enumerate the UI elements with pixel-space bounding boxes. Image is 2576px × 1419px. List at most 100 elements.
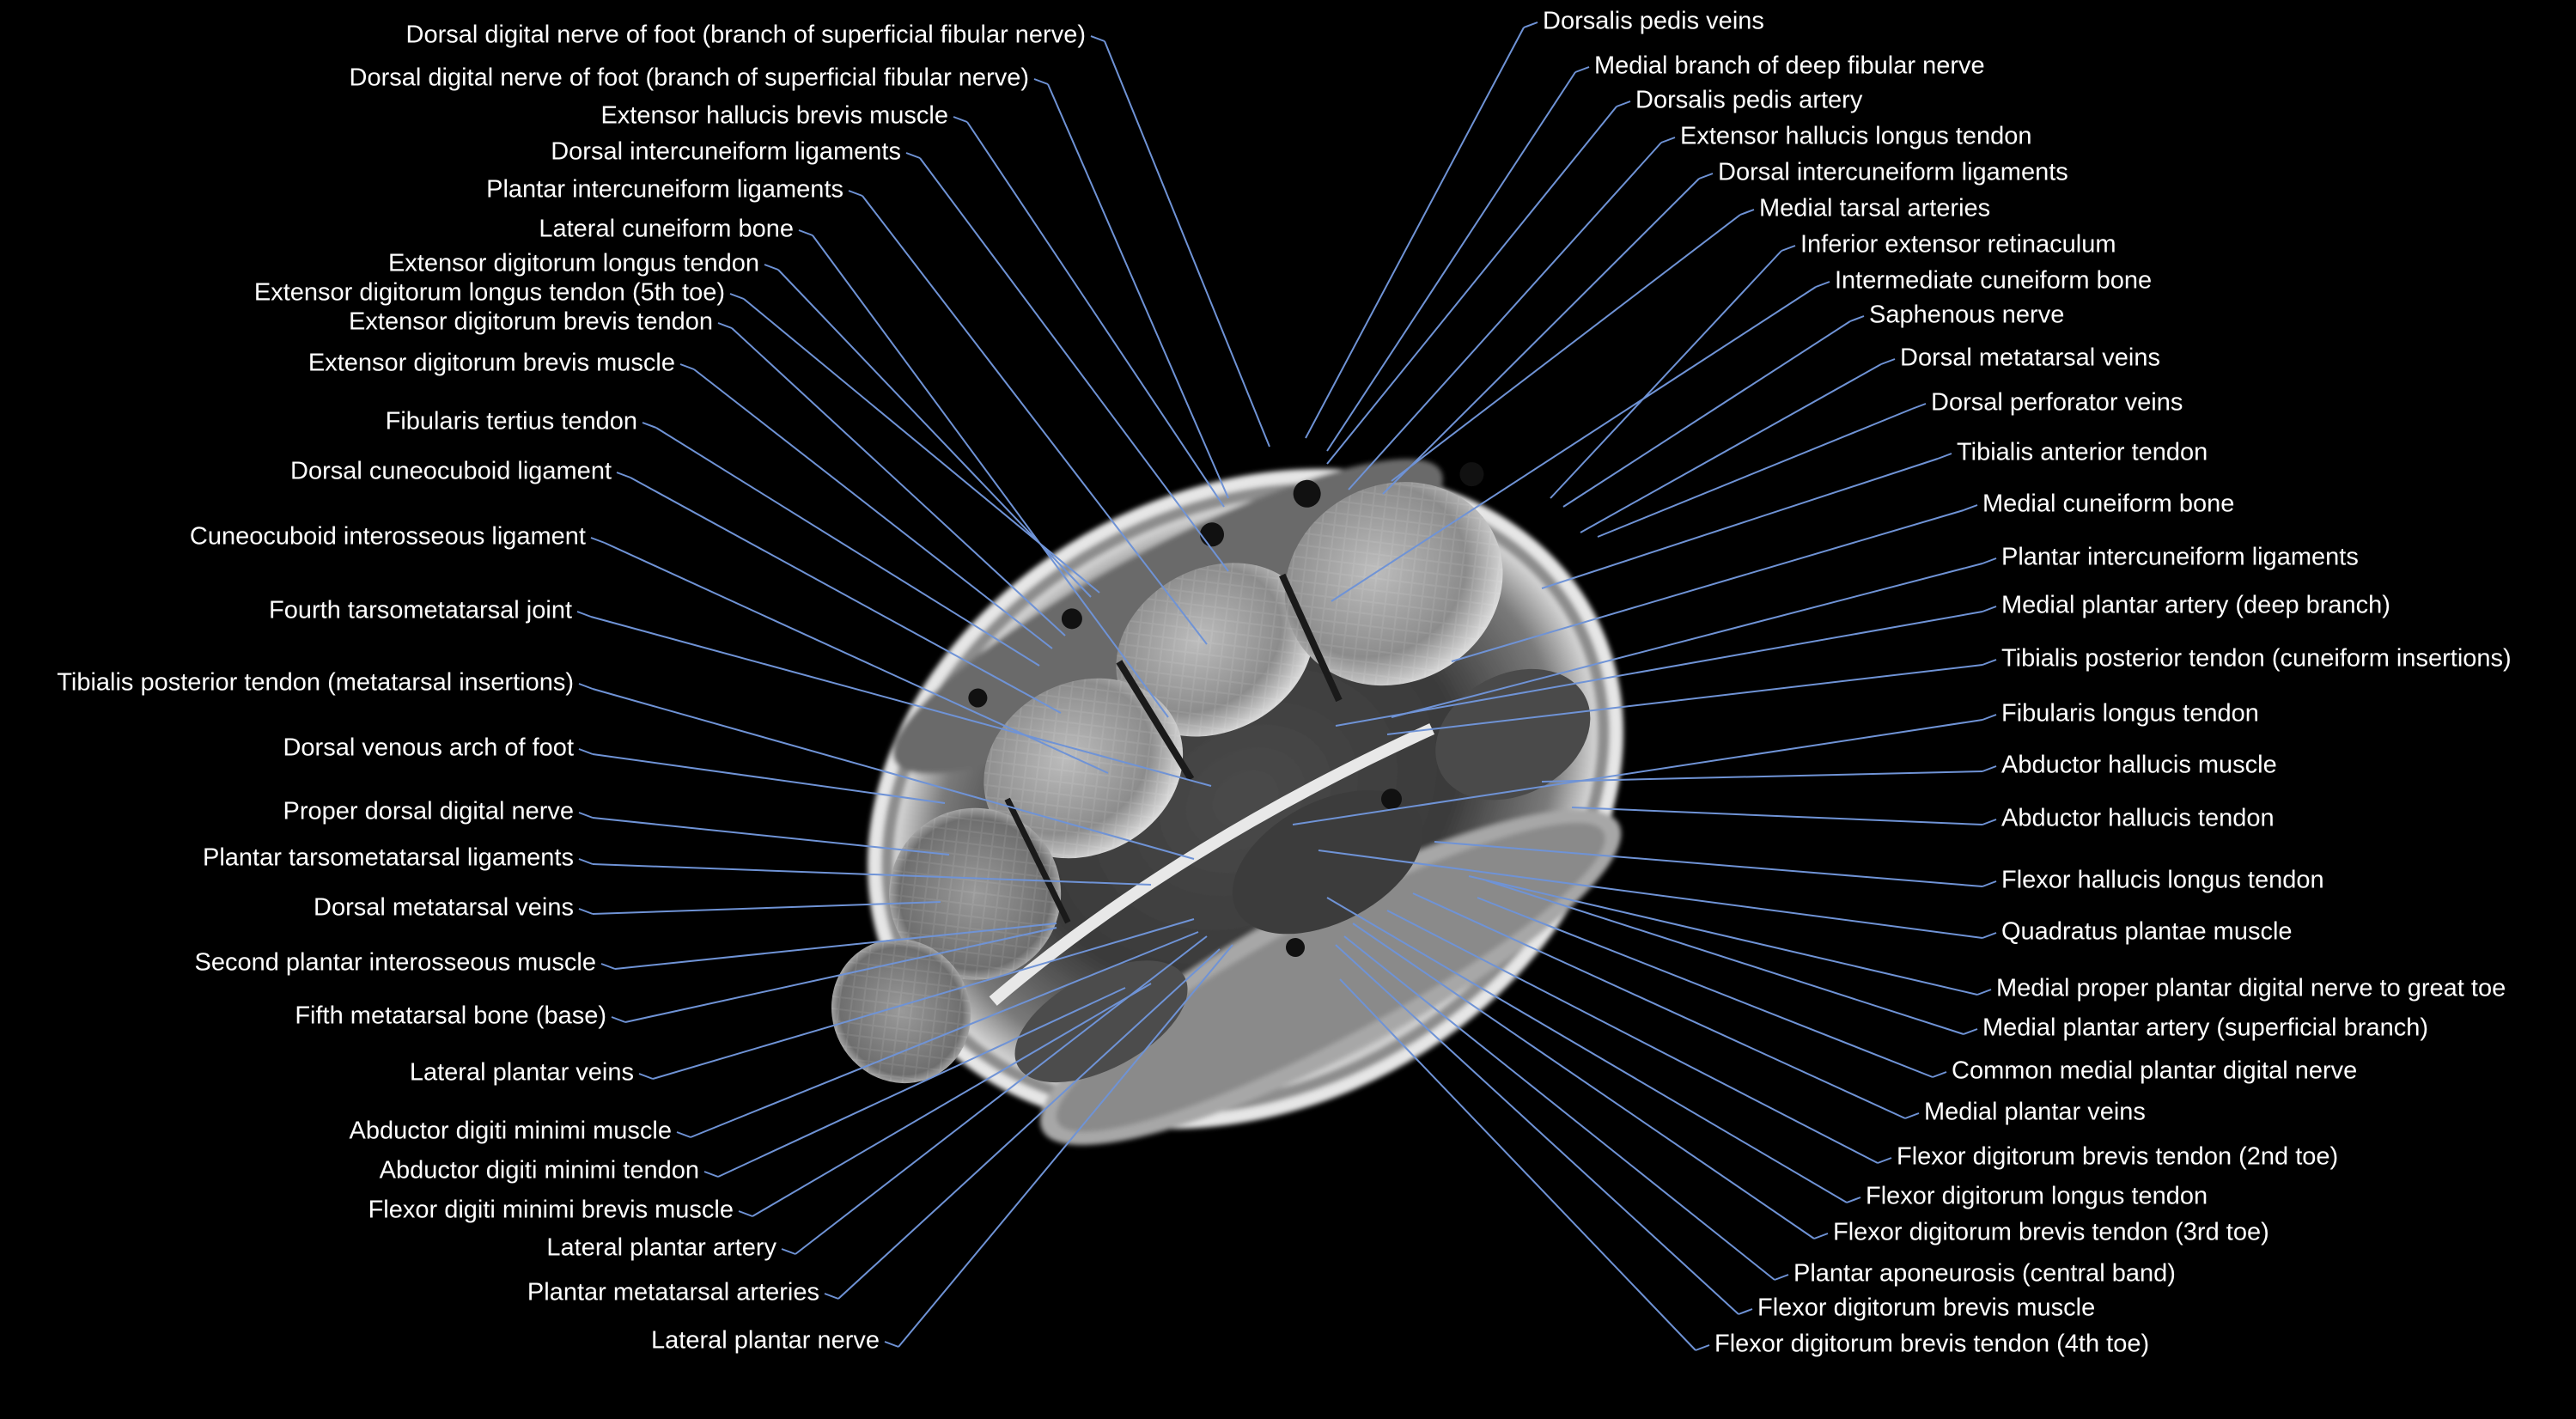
leader-line [578,812,594,819]
leader-line [1739,209,1755,216]
right-label: Extensor hallucis longus tendon [1680,123,2031,150]
leader-line [1326,106,1617,465]
leader-line [1386,664,1983,735]
left-label: Fibularis tertius tendon [386,408,637,435]
right-label: Flexor digitorum longus tendon [1866,1183,2208,1210]
right-label: Medial branch of deep fibular nerve [1594,52,1985,80]
leader-line [1597,408,1913,538]
leader-line [1412,892,1906,1119]
right-label: Plantar intercuneiform ligaments [2001,544,2359,571]
right-label: Tibialis anterior tendon [1957,439,2208,466]
leader-line [630,477,1062,714]
right-label: Inferior extensor retinaculum [1800,231,2116,259]
leader-line [1386,910,1879,1164]
leader-line [1982,606,1997,612]
leader-line [1468,875,1978,996]
label-layer: Dorsal digital nerve of foot (branch of … [57,8,2511,1358]
leader-line [1335,944,1739,1315]
leader-line [1343,935,1775,1281]
right-label: Tibialis posterior tendon (cuneiform ins… [2001,645,2512,673]
right-label: Flexor digitorum brevis tendon (2nd toe) [1897,1143,2338,1171]
leader-line [1382,178,1700,495]
leader-line [1846,1197,1861,1203]
leader-line [1104,40,1270,448]
right-label: Medial proper plantar digital nerve to g… [1996,975,2506,1002]
leader-line [1451,509,1964,662]
right-label: Flexor digitorum brevis tendon (4th toe) [1714,1331,2149,1358]
leader-line [676,1131,691,1138]
leader-line [1932,1071,1947,1078]
left-label: Plantar tarsometatarsal ligaments [203,844,574,872]
left-label: Abductor digiti minimi tendon [380,1157,699,1185]
leader-line [764,264,779,271]
left-label: Proper dorsal digital nerve [283,798,574,825]
leader-line [898,944,1233,1348]
leader-line [1391,563,1983,718]
leader-line [1963,1028,1978,1035]
right-label: Medial cuneiform bone [1982,490,2234,518]
left-label: Fourth tarsometatarsal joint [269,597,572,624]
left-label: Flexor digiti minimi brevis muscle [368,1197,734,1224]
left-label: Fifth metatarsal bone (base) [295,1002,606,1030]
leader-line [703,1171,719,1178]
right-label: Medial tarsal arteries [1759,195,1990,222]
right-label: Dorsal perforator veins [1931,389,2183,417]
leader-line [1904,1112,1920,1119]
leader-lines [576,21,1997,1351]
leader-line [1976,989,1992,996]
leader-line [600,963,616,970]
leader-line [652,918,1195,1080]
right-label: Quadratus plantae muscle [2001,918,2293,946]
left-label: Plantar metatarsal arteries [527,1279,819,1306]
left-label: Extensor digitorum brevis muscle [308,350,675,377]
left-label: Dorsal metatarsal veins [314,894,574,922]
leader-line [798,229,813,236]
leader-line [905,152,921,159]
leader-line [1698,173,1714,180]
leader-line [1911,403,1927,410]
leader-line [578,858,594,865]
left-label: Cuneocuboid interosseous ligament [190,523,586,551]
leader-line [624,927,1057,1023]
leader-line [592,817,950,856]
leader-line [1339,978,1696,1351]
leader-line [611,1016,626,1023]
left-label: Lateral plantar artery [546,1234,776,1262]
leader-line [953,116,968,123]
leader-line [1963,504,1978,511]
right-label: Flexor hallucis longus tendon [2001,867,2324,894]
leader-line [837,948,1221,1300]
leader-line [1849,315,1865,322]
leader-line [1292,719,1983,825]
leader-line [1982,659,1997,666]
leader-line [1562,320,1851,508]
left-label: Plantar intercuneiform ligaments [486,176,843,204]
left-label: Dorsal digital nerve of foot (branch of … [406,21,1086,49]
leader-line [1335,611,1983,727]
right-label: Common medial plantar digital nerve [1952,1057,2357,1085]
leader-line [655,427,1040,667]
leader-line [592,688,1195,860]
right-label: Fibularis longus tendon [2001,700,2259,728]
left-label: Extensor digitorum brevis tendon [349,308,713,336]
left-label: Second plantar interosseous muscle [195,949,596,977]
leader-line [1660,137,1676,143]
right-label: Medial plantar artery (deep branch) [2001,592,2390,619]
leader-line [1485,880,1964,1035]
leader-line [1580,363,1882,533]
leader-line [743,298,1100,594]
leader-line [1523,21,1538,28]
right-label: Dorsal metatarsal veins [1900,344,2160,372]
leader-line [919,157,1229,572]
right-label: Flexor digitorum brevis muscle [1757,1294,2095,1322]
leader-line [1326,897,1848,1203]
right-label: Abductor hallucis tendon [2001,805,2275,832]
left-label: Lateral cuneiform bone [539,216,794,243]
left-label: Tibialis posterior tendon (metatarsal in… [57,669,574,697]
leader-line [966,121,1225,508]
leader-line [1982,714,1997,721]
leader-line [1781,245,1796,252]
right-label: Intermediate cuneiform bone [1835,267,2152,295]
leader-line [578,748,594,755]
leader-line [1541,458,1939,589]
